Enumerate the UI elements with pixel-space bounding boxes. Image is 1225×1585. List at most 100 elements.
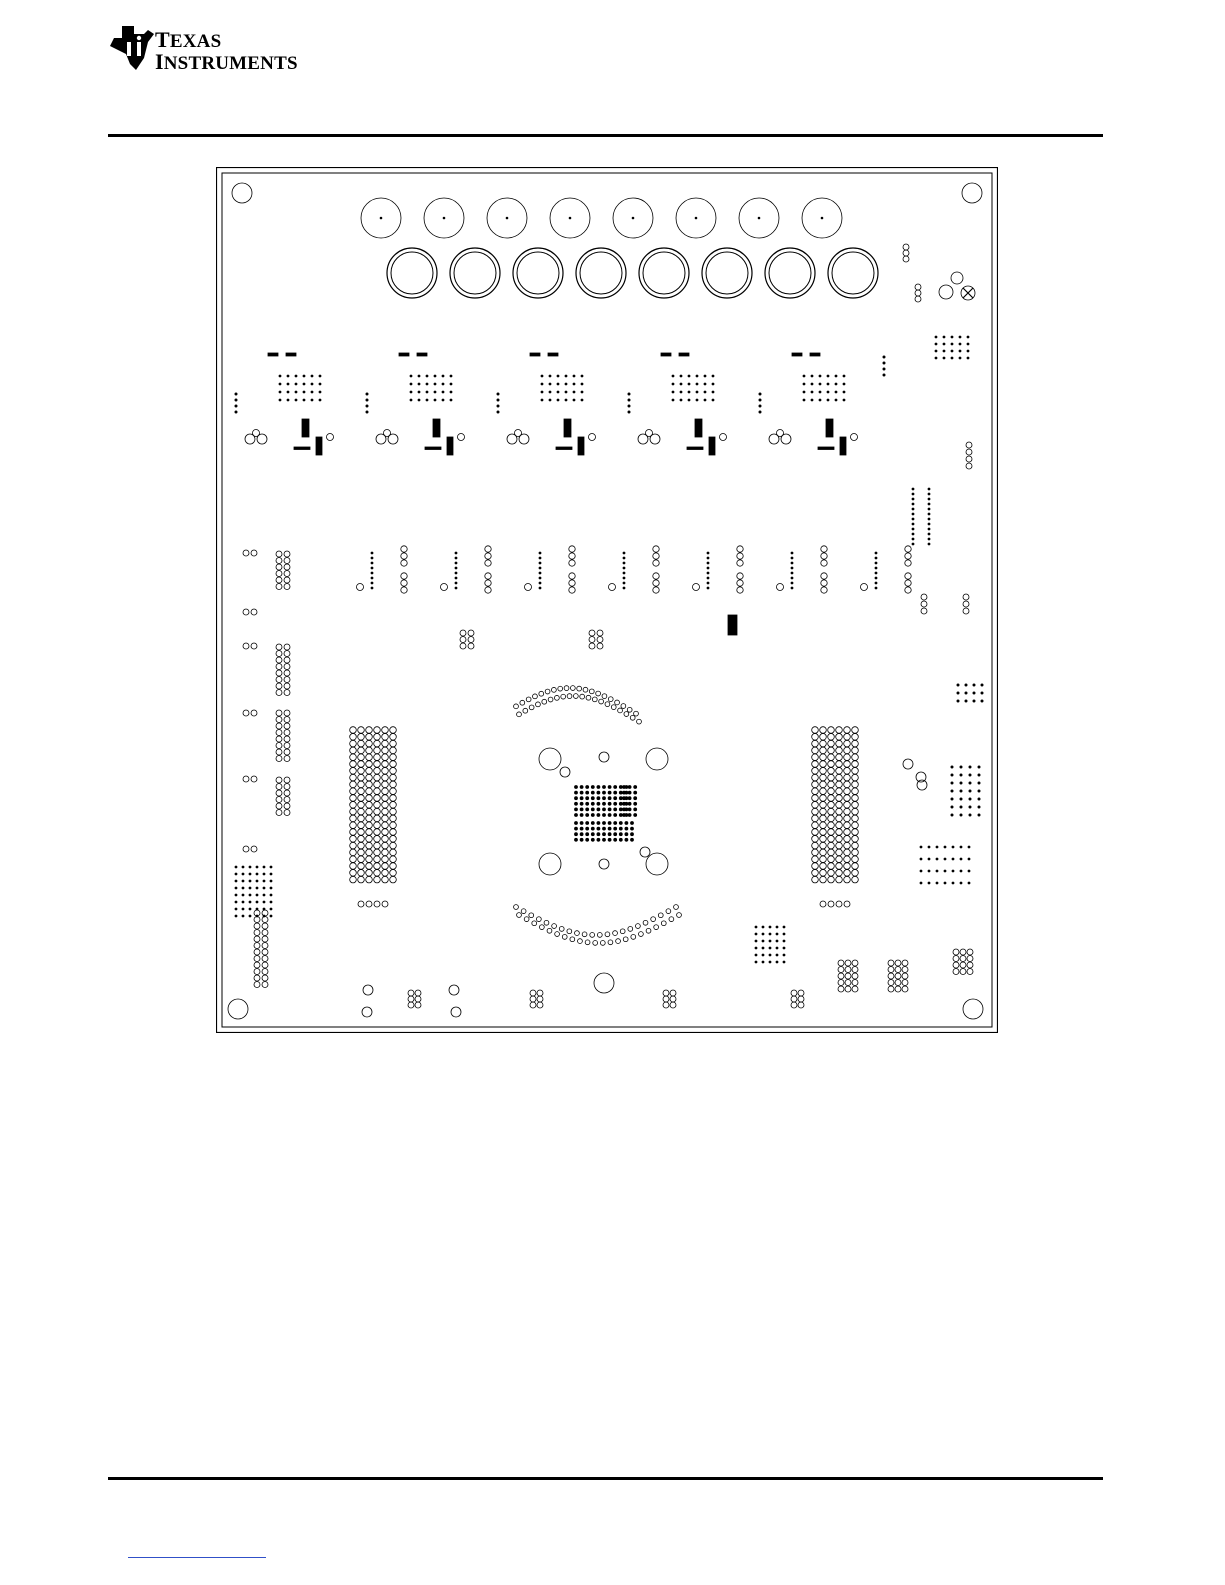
via-dot bbox=[707, 587, 709, 589]
via-dot bbox=[943, 336, 945, 338]
via-dot bbox=[951, 782, 953, 784]
via-ring bbox=[539, 925, 544, 930]
bga-ball bbox=[591, 822, 594, 825]
via-ring bbox=[547, 928, 552, 933]
header-pin bbox=[276, 797, 282, 803]
header-pin bbox=[374, 734, 381, 741]
mounting-holes bbox=[228, 183, 983, 1019]
via-dot bbox=[968, 870, 970, 872]
header-pin bbox=[358, 747, 365, 754]
via-ring bbox=[589, 689, 594, 694]
header-pin bbox=[828, 727, 835, 734]
header-pin bbox=[374, 788, 381, 795]
via-dot bbox=[455, 552, 457, 554]
test-point bbox=[251, 609, 257, 615]
via-dot bbox=[287, 383, 289, 385]
header-pin bbox=[350, 768, 357, 775]
header-pin bbox=[284, 690, 290, 696]
header-pin bbox=[820, 734, 827, 741]
via-dot bbox=[968, 882, 970, 884]
header-pin bbox=[382, 774, 389, 781]
header-pin bbox=[366, 734, 373, 741]
header-pin bbox=[390, 740, 397, 747]
header-pin bbox=[844, 781, 851, 788]
via-dot bbox=[769, 933, 771, 935]
misc-components bbox=[235, 244, 983, 1017]
header-pin bbox=[262, 982, 268, 988]
via-dot bbox=[978, 766, 980, 768]
via-dot bbox=[623, 582, 625, 584]
header-pin bbox=[254, 982, 260, 988]
via-dot bbox=[455, 557, 457, 559]
header-pin bbox=[276, 730, 282, 736]
via-dot bbox=[783, 933, 785, 935]
header-pin bbox=[852, 768, 859, 775]
bga-ball bbox=[575, 802, 578, 805]
header-pin bbox=[262, 930, 268, 936]
header-pin bbox=[960, 949, 966, 955]
test-point bbox=[362, 1007, 372, 1017]
test-point bbox=[851, 434, 858, 441]
via-dot bbox=[875, 562, 877, 564]
via-dot bbox=[455, 567, 457, 569]
header-pin bbox=[276, 571, 282, 577]
header-pin bbox=[597, 637, 603, 643]
via-dot bbox=[959, 343, 961, 345]
header-pin bbox=[828, 870, 835, 877]
via-dot bbox=[623, 577, 625, 579]
bga-ball bbox=[608, 833, 611, 836]
via-ring bbox=[593, 941, 598, 946]
header-pin bbox=[366, 781, 373, 788]
via-ring bbox=[533, 694, 538, 699]
bga-ball bbox=[580, 797, 583, 800]
header-pin bbox=[284, 784, 290, 790]
ic-pad bbox=[840, 437, 846, 455]
header-pin bbox=[390, 795, 397, 802]
bga-ball bbox=[586, 827, 589, 830]
test-point bbox=[569, 553, 575, 559]
header-pin bbox=[836, 774, 843, 781]
header-pin bbox=[967, 962, 973, 968]
via-dot bbox=[967, 336, 969, 338]
test-point bbox=[560, 767, 570, 777]
header-pin bbox=[812, 808, 819, 815]
via-dot bbox=[270, 908, 272, 910]
test-point bbox=[737, 587, 743, 593]
via-dot bbox=[696, 391, 698, 393]
header-pin bbox=[374, 781, 381, 788]
header-pin bbox=[390, 754, 397, 761]
via-dot bbox=[928, 528, 930, 530]
header-pin bbox=[374, 822, 381, 829]
via-dot bbox=[497, 405, 499, 407]
header-pin bbox=[374, 774, 381, 781]
via-dot bbox=[952, 882, 954, 884]
test-point bbox=[821, 573, 827, 579]
header-pin bbox=[820, 740, 827, 747]
header-pin bbox=[852, 849, 859, 856]
header-pin bbox=[828, 901, 834, 907]
via-dot bbox=[680, 399, 682, 401]
via-dot bbox=[967, 343, 969, 345]
test-point bbox=[951, 272, 963, 284]
via-ring bbox=[578, 939, 583, 944]
via-dot bbox=[497, 411, 499, 413]
header-pin bbox=[390, 842, 397, 849]
via-dot bbox=[912, 493, 914, 495]
bga-ball bbox=[608, 786, 611, 789]
via-ring bbox=[616, 939, 621, 944]
header-pin bbox=[460, 630, 466, 636]
via-dot bbox=[410, 375, 412, 377]
via-dot bbox=[912, 498, 914, 500]
via-dot bbox=[952, 846, 954, 848]
test-point bbox=[821, 546, 827, 552]
header-pin bbox=[358, 808, 365, 815]
header-pin bbox=[276, 784, 282, 790]
header-pin bbox=[852, 808, 859, 815]
test-point bbox=[653, 587, 659, 593]
header-pin bbox=[838, 973, 844, 979]
bga-ball bbox=[631, 827, 634, 830]
via-ring bbox=[592, 697, 597, 702]
pcb-board-drawing bbox=[216, 167, 998, 1033]
bga-ball bbox=[608, 822, 611, 825]
via-ring bbox=[669, 917, 674, 922]
